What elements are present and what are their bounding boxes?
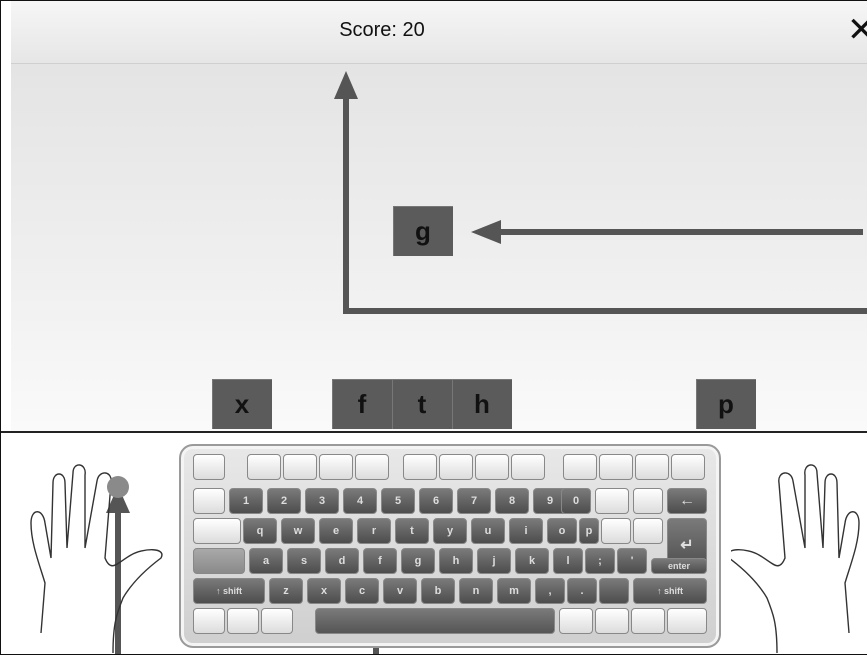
finger-indicator-dot bbox=[107, 476, 129, 498]
space-bar[interactable] bbox=[315, 608, 555, 634]
key-z[interactable]: z bbox=[269, 578, 303, 604]
alt-gr-key[interactable] bbox=[559, 608, 593, 634]
key-quote[interactable]: ' bbox=[617, 548, 647, 574]
key-d[interactable]: d bbox=[325, 548, 359, 574]
fn-key[interactable] bbox=[283, 454, 317, 480]
right-win-key[interactable] bbox=[631, 608, 665, 634]
fn-key[interactable] bbox=[193, 454, 225, 480]
right-ctrl-key[interactable] bbox=[667, 608, 707, 634]
fn-key[interactable] bbox=[511, 454, 545, 480]
key-4[interactable]: 4 bbox=[343, 488, 377, 514]
fn-key[interactable] bbox=[247, 454, 281, 480]
key-6[interactable]: 6 bbox=[419, 488, 453, 514]
key-m[interactable]: m bbox=[497, 578, 531, 604]
falling-letter-h: h bbox=[452, 379, 512, 429]
left-shift-key[interactable]: ↑ shift bbox=[193, 578, 265, 604]
key-j[interactable]: j bbox=[477, 548, 511, 574]
key-slash[interactable] bbox=[599, 578, 629, 604]
key-i[interactable]: i bbox=[509, 518, 543, 544]
caps-key[interactable] bbox=[193, 548, 245, 574]
backspace-key[interactable]: ← bbox=[667, 488, 707, 514]
key-q[interactable]: q bbox=[243, 518, 277, 544]
left-hand-icon bbox=[30, 464, 163, 653]
key-t[interactable]: t bbox=[395, 518, 429, 544]
fn-key[interactable] bbox=[403, 454, 437, 480]
minus-key[interactable] bbox=[595, 488, 629, 514]
key-2[interactable]: 2 bbox=[267, 488, 301, 514]
key-g[interactable]: g bbox=[401, 548, 435, 574]
key-k[interactable]: k bbox=[515, 548, 549, 574]
falling-letter-x: x bbox=[212, 379, 272, 429]
key-x[interactable]: x bbox=[307, 578, 341, 604]
win-key[interactable] bbox=[227, 608, 259, 634]
backtick-key[interactable] bbox=[193, 488, 225, 514]
fn-key[interactable] bbox=[355, 454, 389, 480]
score-label: Score: 20 bbox=[339, 19, 425, 41]
arrow-up-head bbox=[334, 71, 358, 99]
equals-key[interactable] bbox=[633, 488, 663, 514]
divider-line bbox=[1, 431, 867, 433]
key-n[interactable]: n bbox=[459, 578, 493, 604]
fn-key[interactable] bbox=[319, 454, 353, 480]
key-a[interactable]: a bbox=[249, 548, 283, 574]
falling-letter-g: g bbox=[393, 206, 453, 256]
falling-letter-t: t bbox=[392, 379, 452, 429]
enter-key-label[interactable]: enter bbox=[651, 558, 707, 574]
key-o[interactable]: o bbox=[547, 518, 577, 544]
key-l[interactable]: l bbox=[553, 548, 583, 574]
fn-key[interactable] bbox=[599, 454, 633, 480]
ctrl-key[interactable] bbox=[193, 608, 225, 634]
falling-letter-p: p bbox=[696, 379, 756, 429]
key-c[interactable]: c bbox=[345, 578, 379, 604]
top-bar: Score: 20 ✕ bbox=[11, 1, 867, 64]
arrow-hand-head bbox=[106, 486, 130, 513]
fn-key[interactable] bbox=[671, 454, 705, 480]
bracket-right-key[interactable] bbox=[633, 518, 663, 544]
key-e[interactable]: e bbox=[319, 518, 353, 544]
right-shift-key[interactable]: ↑ shift bbox=[633, 578, 707, 604]
key-h[interactable]: h bbox=[439, 548, 473, 574]
key-s[interactable]: s bbox=[287, 548, 321, 574]
fn-key[interactable] bbox=[635, 454, 669, 480]
key-f[interactable]: f bbox=[363, 548, 397, 574]
key-7[interactable]: 7 bbox=[457, 488, 491, 514]
key-y[interactable]: y bbox=[433, 518, 467, 544]
key-p[interactable]: p bbox=[579, 518, 599, 544]
onscreen-keyboard: 1 2 3 4 5 6 7 8 9 0 ← q w e r t y u i o … bbox=[179, 444, 721, 648]
menu-key[interactable] bbox=[595, 608, 629, 634]
key-b[interactable]: b bbox=[421, 578, 455, 604]
key-semicolon[interactable]: ; bbox=[585, 548, 615, 574]
bracket-left-key[interactable] bbox=[601, 518, 631, 544]
key-comma[interactable]: , bbox=[535, 578, 565, 604]
fn-key[interactable] bbox=[563, 454, 597, 480]
key-w[interactable]: w bbox=[281, 518, 315, 544]
key-v[interactable]: v bbox=[383, 578, 417, 604]
key-5[interactable]: 5 bbox=[381, 488, 415, 514]
key-u[interactable]: u bbox=[471, 518, 505, 544]
arrow-left-head bbox=[471, 220, 501, 244]
key-8[interactable]: 8 bbox=[495, 488, 529, 514]
key-3[interactable]: 3 bbox=[305, 488, 339, 514]
fn-key[interactable] bbox=[439, 454, 473, 480]
alt-key[interactable] bbox=[261, 608, 293, 634]
key-r[interactable]: r bbox=[357, 518, 391, 544]
key-1[interactable]: 1 bbox=[229, 488, 263, 514]
arrow-up-path bbox=[343, 96, 867, 314]
tab-key[interactable] bbox=[193, 518, 241, 544]
right-hand-icon bbox=[731, 464, 860, 653]
fn-key[interactable] bbox=[475, 454, 509, 480]
key-0[interactable]: 0 bbox=[561, 488, 591, 514]
close-icon[interactable]: ✕ bbox=[847, 13, 867, 47]
falling-letter-f: f bbox=[332, 379, 392, 429]
key-period[interactable]: . bbox=[567, 578, 597, 604]
